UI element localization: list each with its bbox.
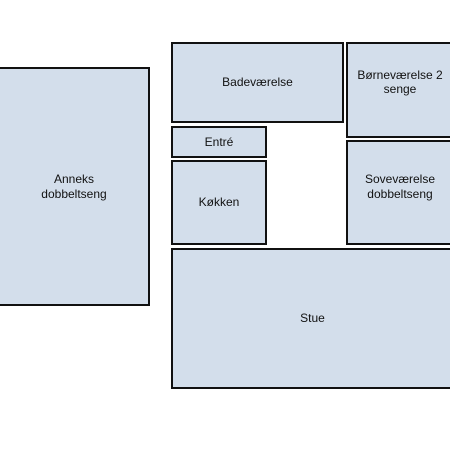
room-bedroom: Soveværelse dobbeltseng [346, 140, 450, 245]
room-living: Stue [171, 248, 450, 389]
room-bathroom: Badeværelse [171, 42, 344, 123]
room-annex: Anneks dobbeltseng [0, 67, 150, 306]
room-annex-label: Anneks dobbeltseng [41, 172, 107, 201]
room-entry: Entré [171, 126, 267, 158]
room-kitchen-label: Køkken [198, 195, 240, 210]
room-kids-label: Børneværelse 2 senge [357, 67, 443, 96]
room-kids: Børneværelse 2 senge [346, 42, 450, 138]
room-entry-label: Entré [204, 134, 234, 149]
room-bathroom-label: Badeværelse [222, 75, 293, 90]
room-bedroom-label: Soveværelse dobbeltseng [364, 172, 436, 201]
room-living-label: Stue [300, 311, 325, 326]
room-kitchen: Køkken [171, 160, 267, 245]
